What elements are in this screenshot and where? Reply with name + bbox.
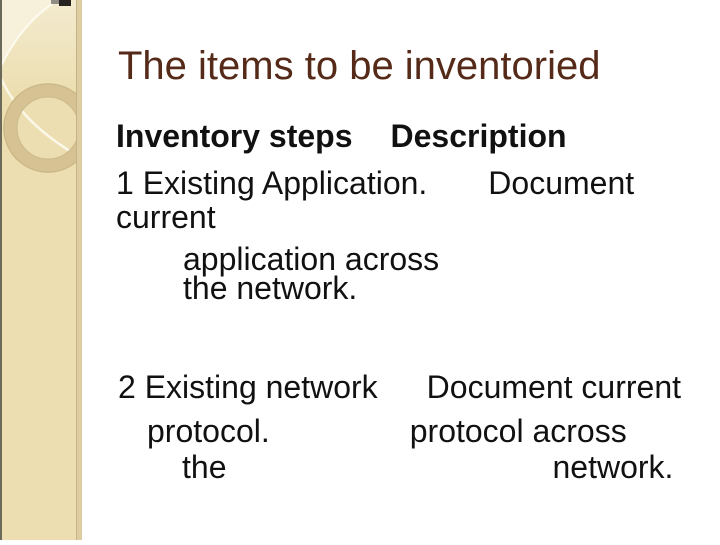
table-row-step2: 2 Existing network Document current — [118, 371, 681, 403]
header-inventory-steps: Inventory steps — [116, 118, 353, 154]
step1-description: Document — [488, 165, 635, 201]
step1-text-current: current — [116, 199, 216, 235]
sidebar-ornament-graphic — [0, 0, 93, 540]
table-row-step1-cont3: the network. — [183, 272, 357, 304]
white-arc-ornament-2 — [0, 75, 81, 159]
table-row-step1-cont2: application across — [183, 243, 439, 275]
step1-text-the-network: the network. — [183, 270, 358, 306]
step2-label: 2 Existing network — [118, 369, 378, 405]
step2-text-the: the — [182, 449, 227, 485]
table-header-row: Inventory steps Description — [116, 120, 567, 152]
step2-text-network: network. — [552, 449, 674, 485]
step2-text-protocol-across: protocol across — [409, 413, 627, 449]
table-row-step2-cont: protocol. protocol across — [147, 415, 627, 447]
table-row-step1-cont: current — [116, 201, 216, 233]
slide-title: The items to be inventoried — [118, 44, 601, 88]
table-row-step1: 1 Existing Application. Document — [116, 167, 634, 199]
sidebar-border-band — [77, 0, 82, 540]
light-corner-shape — [0, 0, 58, 68]
step2-text-protocol: protocol. — [147, 413, 270, 449]
white-arc-ornament — [0, 0, 59, 69]
step2-description: Document current — [426, 369, 681, 405]
step1-text-application-across: application across — [183, 241, 440, 277]
step1-label: 1 Existing Application. — [116, 165, 428, 201]
slide-left-edge — [0, 0, 2, 540]
black-square-ornament — [59, 0, 71, 6]
table-row-step2-cont2: the network. — [182, 451, 673, 483]
gray-square-ornament — [51, 0, 59, 4]
decorative-sidebar — [0, 0, 93, 540]
header-description: Description — [390, 118, 567, 154]
sidebar-border-line — [76, 0, 77, 540]
